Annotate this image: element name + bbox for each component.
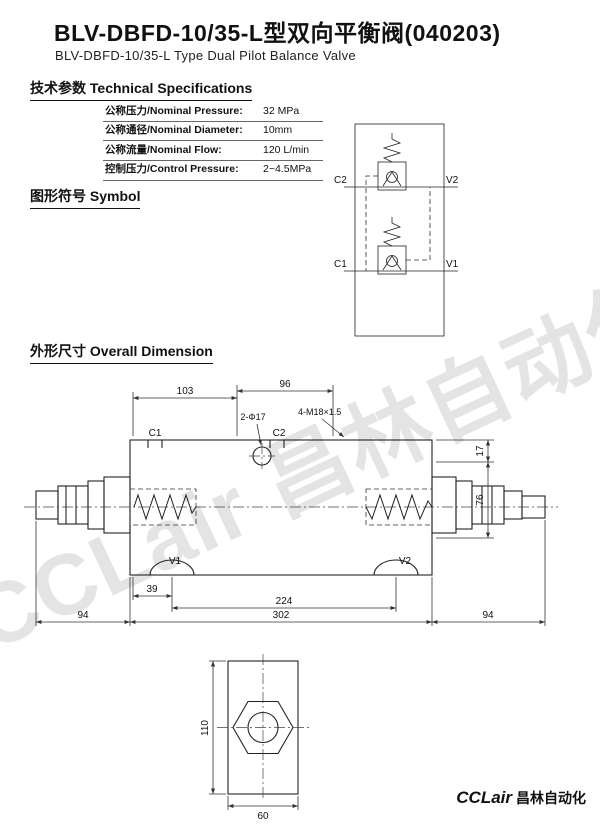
dim-76: 76: [475, 494, 486, 506]
left-cartridge-assembly: [35, 476, 131, 534]
dim-302: 302: [273, 610, 290, 621]
dim-94-right: 94: [482, 610, 494, 621]
symbol-port-v1: V1: [446, 259, 459, 270]
left-cartridge-spring: [129, 488, 197, 526]
dim-39: 39: [146, 584, 158, 595]
mounting-hole-centerlines: [249, 443, 275, 469]
symbol-valve-top: [377, 133, 407, 191]
port-label-v1: V1: [169, 556, 182, 567]
footer-brand-cn: 昌林自动化: [516, 790, 586, 806]
dim-94-left: 94: [77, 610, 89, 621]
end-view-centerlines: [217, 654, 309, 801]
dimension-annotations: 103 96 2-Φ17 4-M18×1.5 17 76: [35, 379, 546, 626]
symbol-port-lines: [344, 186, 458, 272]
spec-row-diameter: 公称通径/Nominal Diameter: 10mm: [103, 122, 323, 142]
dim-17: 17: [475, 445, 486, 457]
dim-103: 103: [177, 386, 194, 397]
spec-label: 公称压力/Nominal Pressure:: [105, 104, 243, 117]
dim-110: 110: [200, 720, 211, 736]
end-view-dimensions: 110 60: [200, 660, 299, 822]
hydraulic-symbol-diagram: C2 V2 C1 V1: [334, 123, 459, 337]
dim-60: 60: [257, 811, 269, 822]
page-subtitle: BLV-DBFD-10/35-L Type Dual Pilot Balance…: [55, 48, 356, 63]
section-heading-symbol: 图形符号 Symbol: [30, 186, 141, 209]
spec-label: 公称通径/Nominal Diameter:: [105, 124, 243, 137]
valve-body-outline: [129, 439, 433, 576]
specs-table: 公称压力/Nominal Pressure: 32 MPa 公称通径/Nomin…: [103, 102, 323, 181]
dim-96: 96: [279, 379, 291, 390]
spec-value: 2~4.5MPa: [263, 163, 312, 176]
symbol-envelope: [354, 123, 445, 337]
spec-row-pressure: 公称压力/Nominal Pressure: 32 MPa: [103, 102, 323, 122]
page-title: BLV-DBFD-10/35-L型双向平衡阀(040203): [54, 20, 501, 46]
dim-224: 224: [276, 596, 293, 607]
spec-row-flow: 公称流量/Nominal Flow: 120 L/min: [103, 141, 323, 161]
right-cartridge-spring: [365, 488, 433, 526]
symbol-pilot-lines: [365, 175, 431, 271]
spec-value: 32 MPa: [263, 104, 300, 117]
port-label-v2: V2: [399, 556, 412, 567]
port-label-c1: C1: [149, 428, 162, 439]
dim-thread: 4-M18×1.5: [298, 407, 341, 417]
footer-brand-en: CCLair: [456, 788, 512, 807]
spec-label: 公称流量/Nominal Flow:: [105, 143, 222, 156]
overall-dimension-drawing: 103 96 2-Φ17 4-M18×1.5 17 76: [24, 379, 558, 626]
port-labels: C1 C2 V1 V2: [149, 428, 412, 567]
symbol-valve-bottom: [377, 217, 407, 275]
symbol-port-v2: V2: [446, 175, 459, 186]
section-heading-dimension: 外形尺寸 Overall Dimension: [30, 341, 213, 364]
port-label-c2: C2: [273, 428, 286, 439]
section-heading-specs: 技术参数 Technical Specifications: [30, 78, 253, 101]
spec-label: 控制压力/Control Pressure:: [105, 163, 239, 176]
spec-row-control-pressure: 控制压力/Control Pressure: 2~4.5MPa: [103, 161, 323, 181]
symbol-port-c2: C2: [334, 175, 347, 186]
symbol-port-c1: C1: [334, 259, 347, 270]
dim-holes: 2-Φ17: [240, 412, 265, 422]
end-view-drawing: 110 60: [200, 654, 309, 822]
right-cartridge-assembly: [431, 476, 546, 534]
spec-value: 120 L/min: [263, 143, 310, 156]
spec-value: 10mm: [263, 124, 293, 137]
